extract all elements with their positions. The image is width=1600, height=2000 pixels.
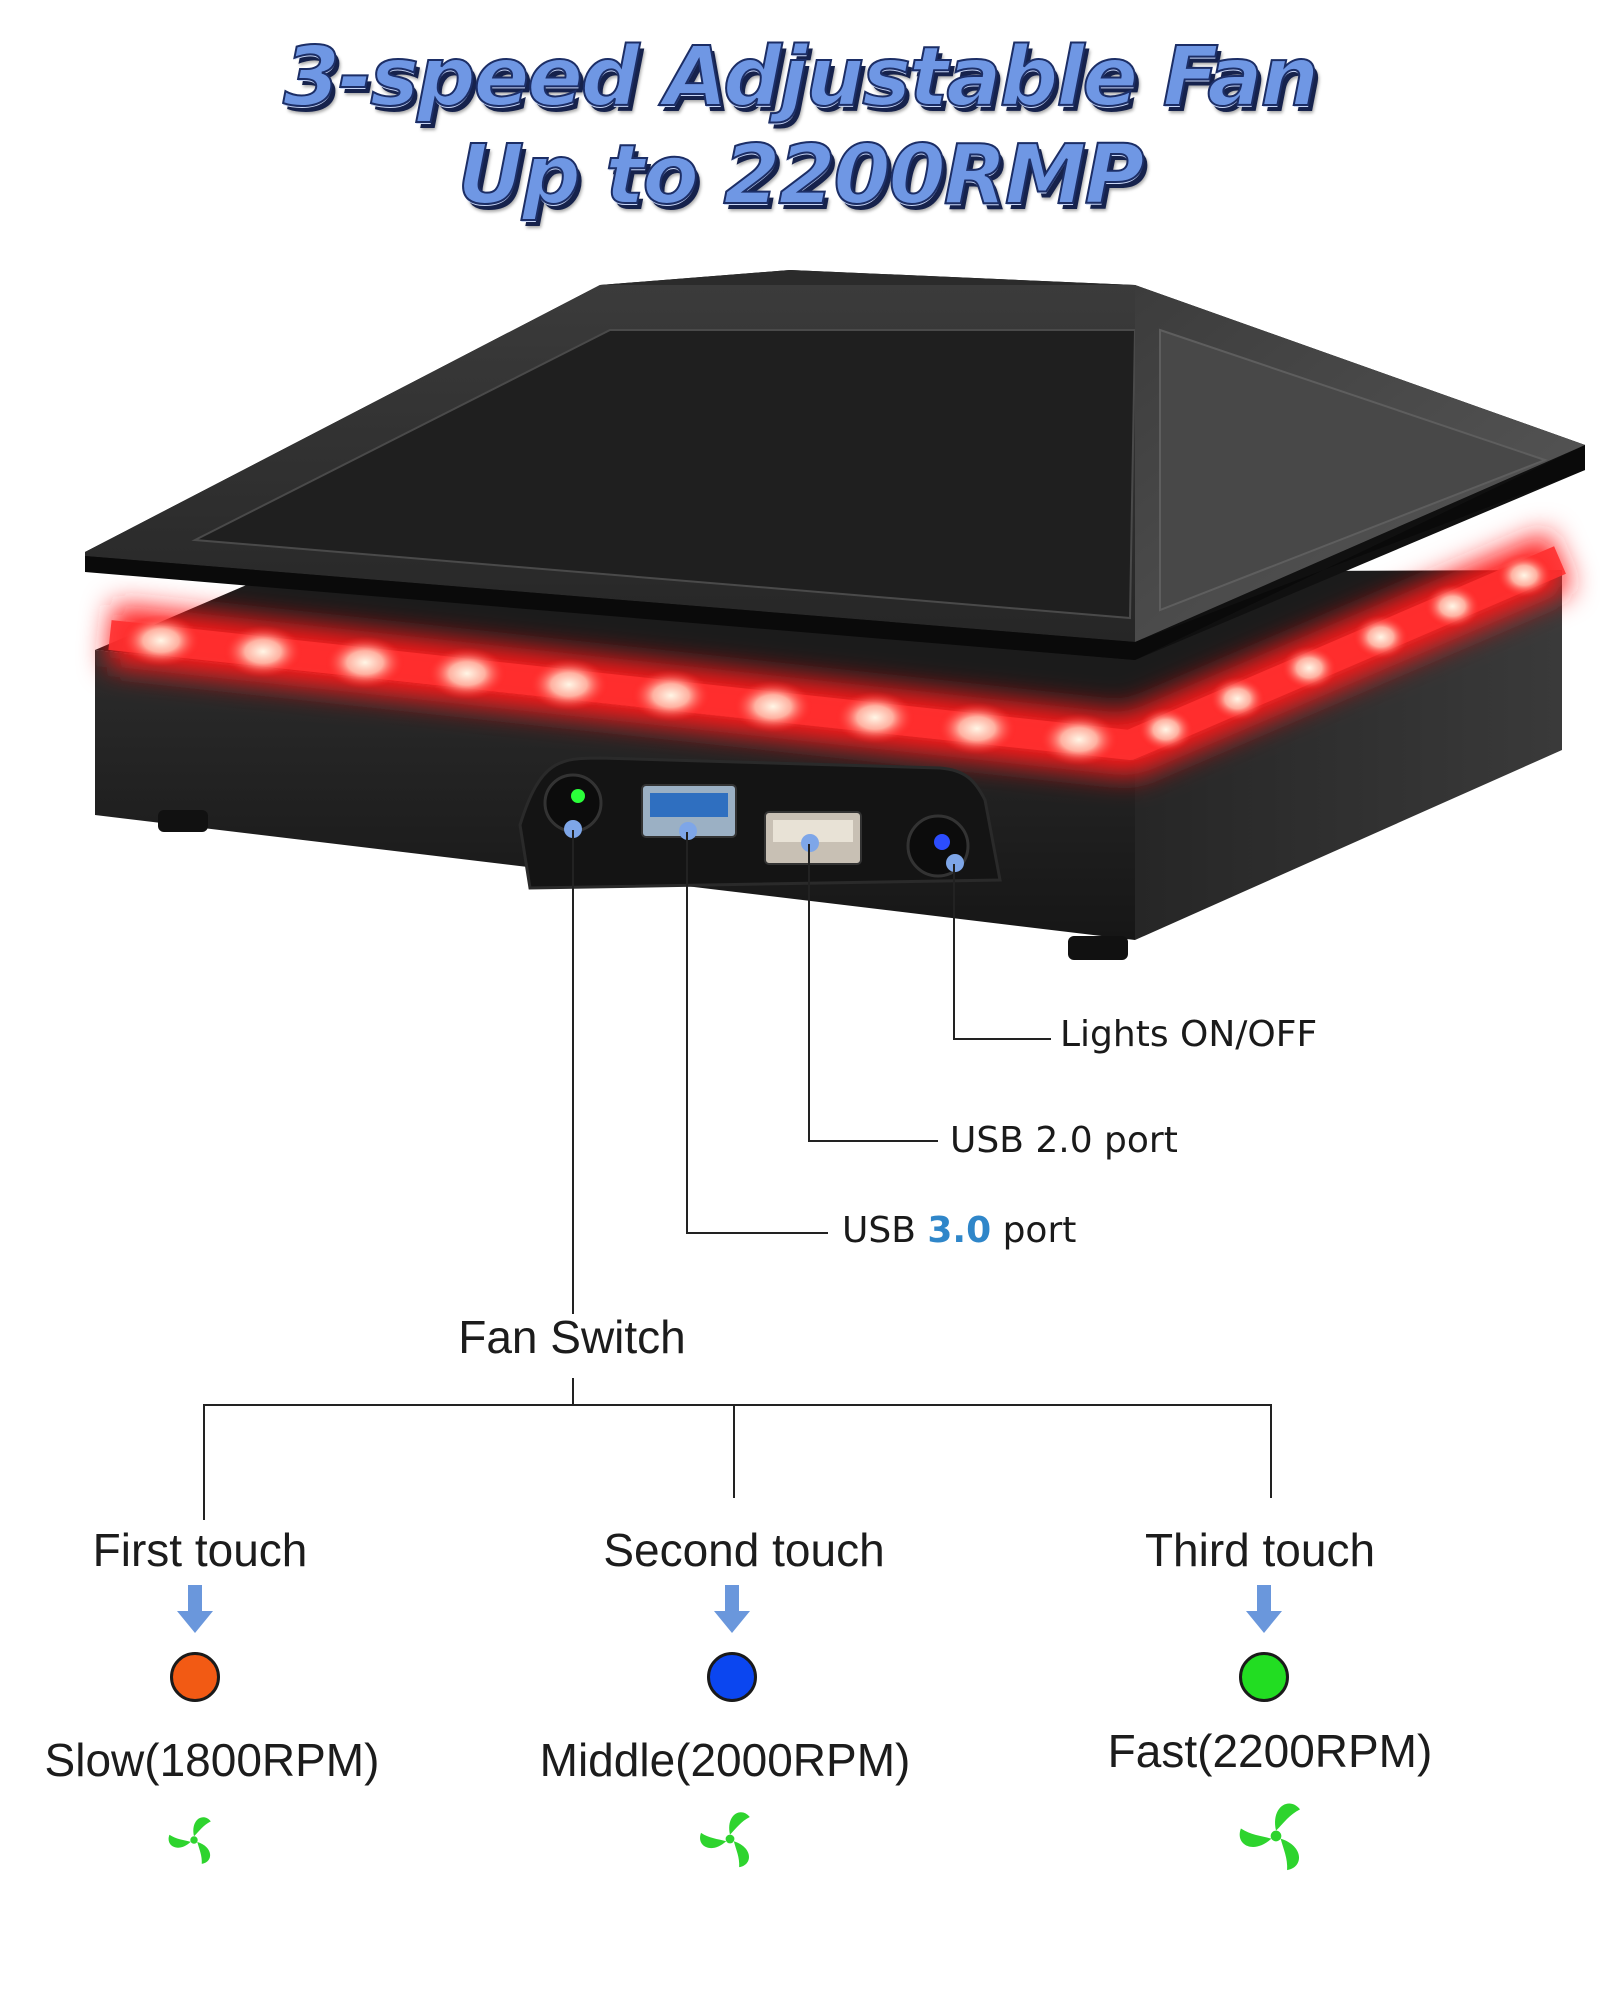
- led-bulb: [1137, 707, 1194, 752]
- leader-line-lights-h: [953, 1038, 1051, 1040]
- led-bulb: [733, 680, 813, 733]
- callout-lights-on-off: Lights ON/OFF: [1060, 1014, 1318, 1055]
- callout-usb-2-port: USB 2.0 port: [950, 1120, 1178, 1161]
- front-port-panel: [518, 756, 1002, 890]
- led-bulb: [835, 691, 915, 744]
- tree-branch-third: [1270, 1404, 1272, 1498]
- tree-bar: [203, 1404, 1272, 1406]
- leader-line-usb3-h: [686, 1232, 828, 1234]
- led-bulb: [121, 614, 201, 667]
- led-bulb: [631, 669, 711, 722]
- down-arrow-icon: [714, 1585, 750, 1633]
- led-bulb: [1424, 584, 1481, 629]
- down-arrow-icon: [177, 1585, 213, 1633]
- led-bulb: [529, 658, 609, 711]
- headline-line-2: Up to 2200RMP: [457, 127, 1146, 224]
- led-bulb: [937, 702, 1017, 755]
- mode-third-touch-label: Third touch: [1144, 1524, 1376, 1576]
- headline-line-1: 3-speed Adjustable Fan: [282, 29, 1320, 126]
- tree-branch-first: [203, 1404, 205, 1520]
- down-arrow-icon: [1246, 1585, 1282, 1633]
- fan-icon-small: [168, 1817, 211, 1864]
- usb3-suffix: port: [991, 1210, 1077, 1251]
- led-bulb: [1039, 713, 1119, 766]
- led-bulb: [427, 647, 507, 700]
- led-bulb: [325, 636, 405, 689]
- leader-line-lights-v: [953, 864, 955, 1040]
- led-bulb: [1281, 645, 1338, 690]
- led-bulb: [1496, 553, 1553, 598]
- leader-line-fan-switch: [572, 830, 574, 1314]
- led-bulb: [1209, 676, 1266, 721]
- mode-second-touch-label: Second touch: [603, 1524, 885, 1576]
- mode-second-speed-label: Middle(2000RPM): [539, 1734, 911, 1786]
- leader-line-usb3-v: [686, 832, 688, 1234]
- led-bulb: [1352, 615, 1409, 660]
- mode-first-touch-label: First touch: [92, 1524, 308, 1576]
- mode-first-indicator-dot: [170, 1652, 220, 1702]
- led-bulb: [223, 625, 303, 678]
- mode-third-indicator-dot: [1239, 1652, 1289, 1702]
- callout-anchor-dots: [564, 820, 964, 872]
- fan-switch-label: Fan Switch: [458, 1311, 686, 1363]
- tree-branch-second: [733, 1404, 735, 1498]
- leader-line-usb2-v: [808, 844, 810, 1142]
- fan-icon-large: [1239, 1803, 1300, 1871]
- device-lid: [85, 270, 1585, 660]
- leader-line-usb2-h: [808, 1140, 938, 1142]
- tree-stem: [572, 1378, 574, 1406]
- led-light-strip: [106, 531, 1573, 776]
- mode-third-speed-label: Fast(2200RPM): [1107, 1725, 1433, 1777]
- cooler-device-illustration: [85, 270, 1585, 960]
- usb3-version: 3.0: [927, 1210, 992, 1251]
- callout-usb-3-port: USB 3.0 port: [842, 1210, 1076, 1251]
- mode-second-indicator-dot: [707, 1652, 757, 1702]
- fan-icon-medium: [700, 1812, 750, 1868]
- mode-first-speed-label: Slow(1800RPM): [44, 1734, 380, 1786]
- usb3-prefix: USB: [842, 1210, 928, 1251]
